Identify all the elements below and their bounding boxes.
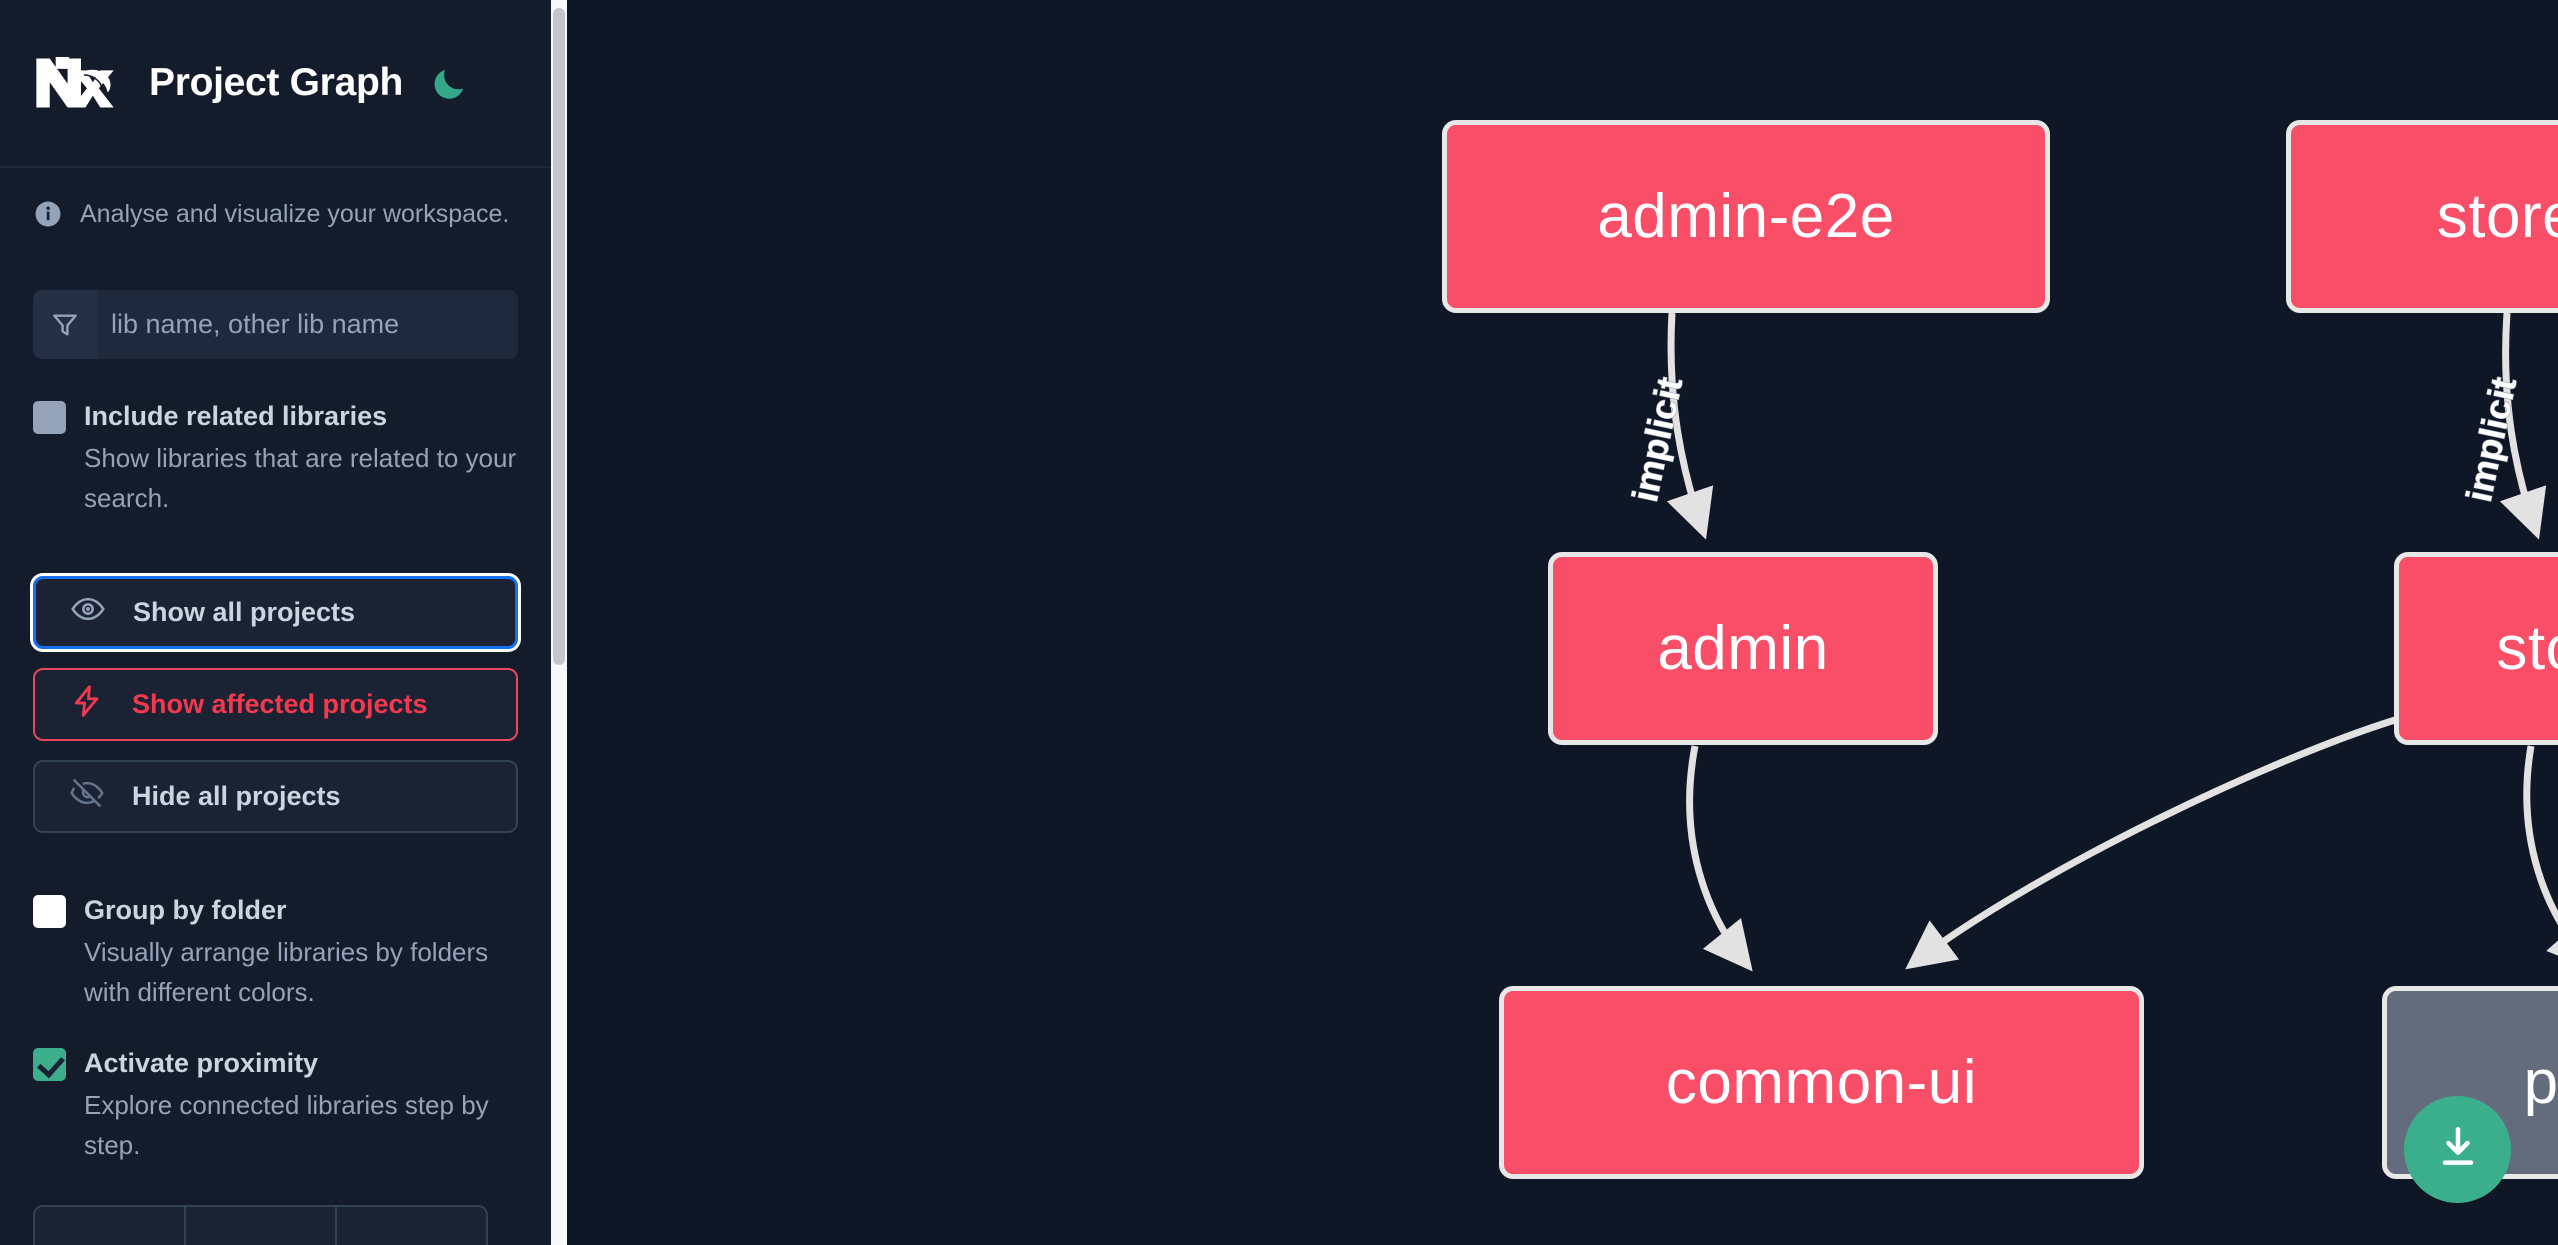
group-by-folder-texts: Group by folder Visually arrange librari…	[84, 889, 518, 1012]
graph-node-store-e2e-label: store-e2e	[2436, 182, 2558, 251]
group-by-folder-label: Group by folder	[84, 895, 287, 925]
download-graph-button[interactable]	[2404, 1096, 2511, 1203]
edge-admin-e2e-to-admin[interactable]	[1666, 312, 1714, 540]
segment-option-3[interactable]	[337, 1207, 486, 1245]
hide-all-projects-label: Hide all projects	[132, 781, 341, 811]
graph-node-products-label: products	[2523, 1048, 2558, 1117]
include-related-libraries-description: Show libraries that are related to your …	[84, 443, 517, 513]
activate-proximity-texts: Activate proximity Explore connected lib…	[84, 1042, 518, 1165]
download-icon	[2432, 1121, 2484, 1178]
workspace-info: Analyse and visualize your workspace.	[0, 168, 551, 229]
activate-proximity-description: Explore connected libraries step by step…	[84, 1090, 489, 1160]
eye-off-icon	[69, 775, 105, 818]
search-input[interactable]	[97, 290, 518, 359]
sidebar: Project Graph Analyse and visualize yo	[0, 0, 567, 1245]
graph-edges-layer: implicit implicit	[1623, 312, 2558, 972]
workspace-info-text: Analyse and visualize your workspace.	[80, 199, 510, 228]
project-graph-canvas[interactable]: implicit implicit admin-e2e store-e2e ad…	[567, 0, 2558, 1245]
edge-admin-to-common-ui[interactable]	[1686, 745, 1753, 972]
page-title: Project Graph	[149, 61, 403, 104]
moon-icon[interactable]	[427, 61, 471, 105]
hide-all-projects-button[interactable]: Hide all projects	[33, 760, 518, 833]
show-all-projects-label: Show all projects	[133, 597, 356, 627]
graph-node-admin-label: admin	[1657, 614, 1829, 683]
group-by-folder-description: Visually arrange libraries by folders wi…	[84, 937, 489, 1007]
show-affected-projects-label: Show affected projects	[132, 689, 428, 719]
group-by-folder-checkbox[interactable]	[33, 895, 66, 928]
include-related-libraries-checkbox[interactable]	[33, 401, 66, 434]
proximity-segmented-control[interactable]	[33, 1205, 488, 1245]
sidebar-content: Project Graph Analyse and visualize yo	[0, 0, 551, 1245]
graph-node-common-ui[interactable]: common-ui	[1499, 986, 2144, 1179]
segment-option-1[interactable]	[35, 1207, 186, 1245]
info-icon	[33, 199, 63, 229]
activate-proximity-checkbox[interactable]	[33, 1048, 66, 1081]
graph-node-common-ui-label: common-ui	[1665, 1048, 1978, 1117]
segment-option-2[interactable]	[186, 1207, 337, 1245]
search-container	[33, 290, 518, 359]
sidebar-header: Project Graph	[0, 0, 551, 168]
show-affected-projects-button[interactable]: Show affected projects	[33, 668, 518, 741]
graph-node-store-e2e[interactable]: store-e2e	[2286, 120, 2558, 313]
graph-node-store[interactable]: store	[2394, 552, 2558, 745]
graph-node-admin-e2e[interactable]: admin-e2e	[1442, 120, 2050, 313]
checkbox-row-include-related-libraries[interactable]: Include related libraries Show libraries…	[0, 395, 551, 518]
project-visibility-buttons: Show all projects Show affected projects	[33, 576, 518, 833]
graph-node-store-label: store	[2496, 614, 2558, 683]
edge-store-e2e-to-store[interactable]	[2499, 312, 2547, 540]
nx-logo	[33, 54, 123, 112]
graph-node-admin-e2e-label: admin-e2e	[1597, 182, 1895, 251]
eye-icon	[70, 591, 106, 634]
filter-funnel-icon	[33, 290, 97, 359]
show-all-projects-button[interactable]: Show all projects	[33, 576, 518, 649]
edge-store-to-common-ui[interactable]	[1905, 716, 2397, 970]
checkbox-row-activate-proximity[interactable]: Activate proximity Explore connected lib…	[0, 1042, 551, 1165]
activate-proximity-label: Activate proximity	[84, 1048, 319, 1078]
graph-node-admin[interactable]: admin	[1548, 552, 1938, 745]
lightning-bolt-icon	[69, 683, 105, 726]
include-related-libraries-label: Include related libraries	[84, 401, 388, 431]
sidebar-scrollbar-thumb[interactable]	[553, 8, 565, 665]
include-related-libraries-texts: Include related libraries Show libraries…	[84, 395, 518, 518]
sidebar-scrollbar[interactable]	[551, 0, 567, 1245]
edge-store-to-products[interactable]	[2523, 745, 2558, 972]
checkbox-row-group-by-folder[interactable]: Group by folder Visually arrange librari…	[0, 889, 551, 1012]
